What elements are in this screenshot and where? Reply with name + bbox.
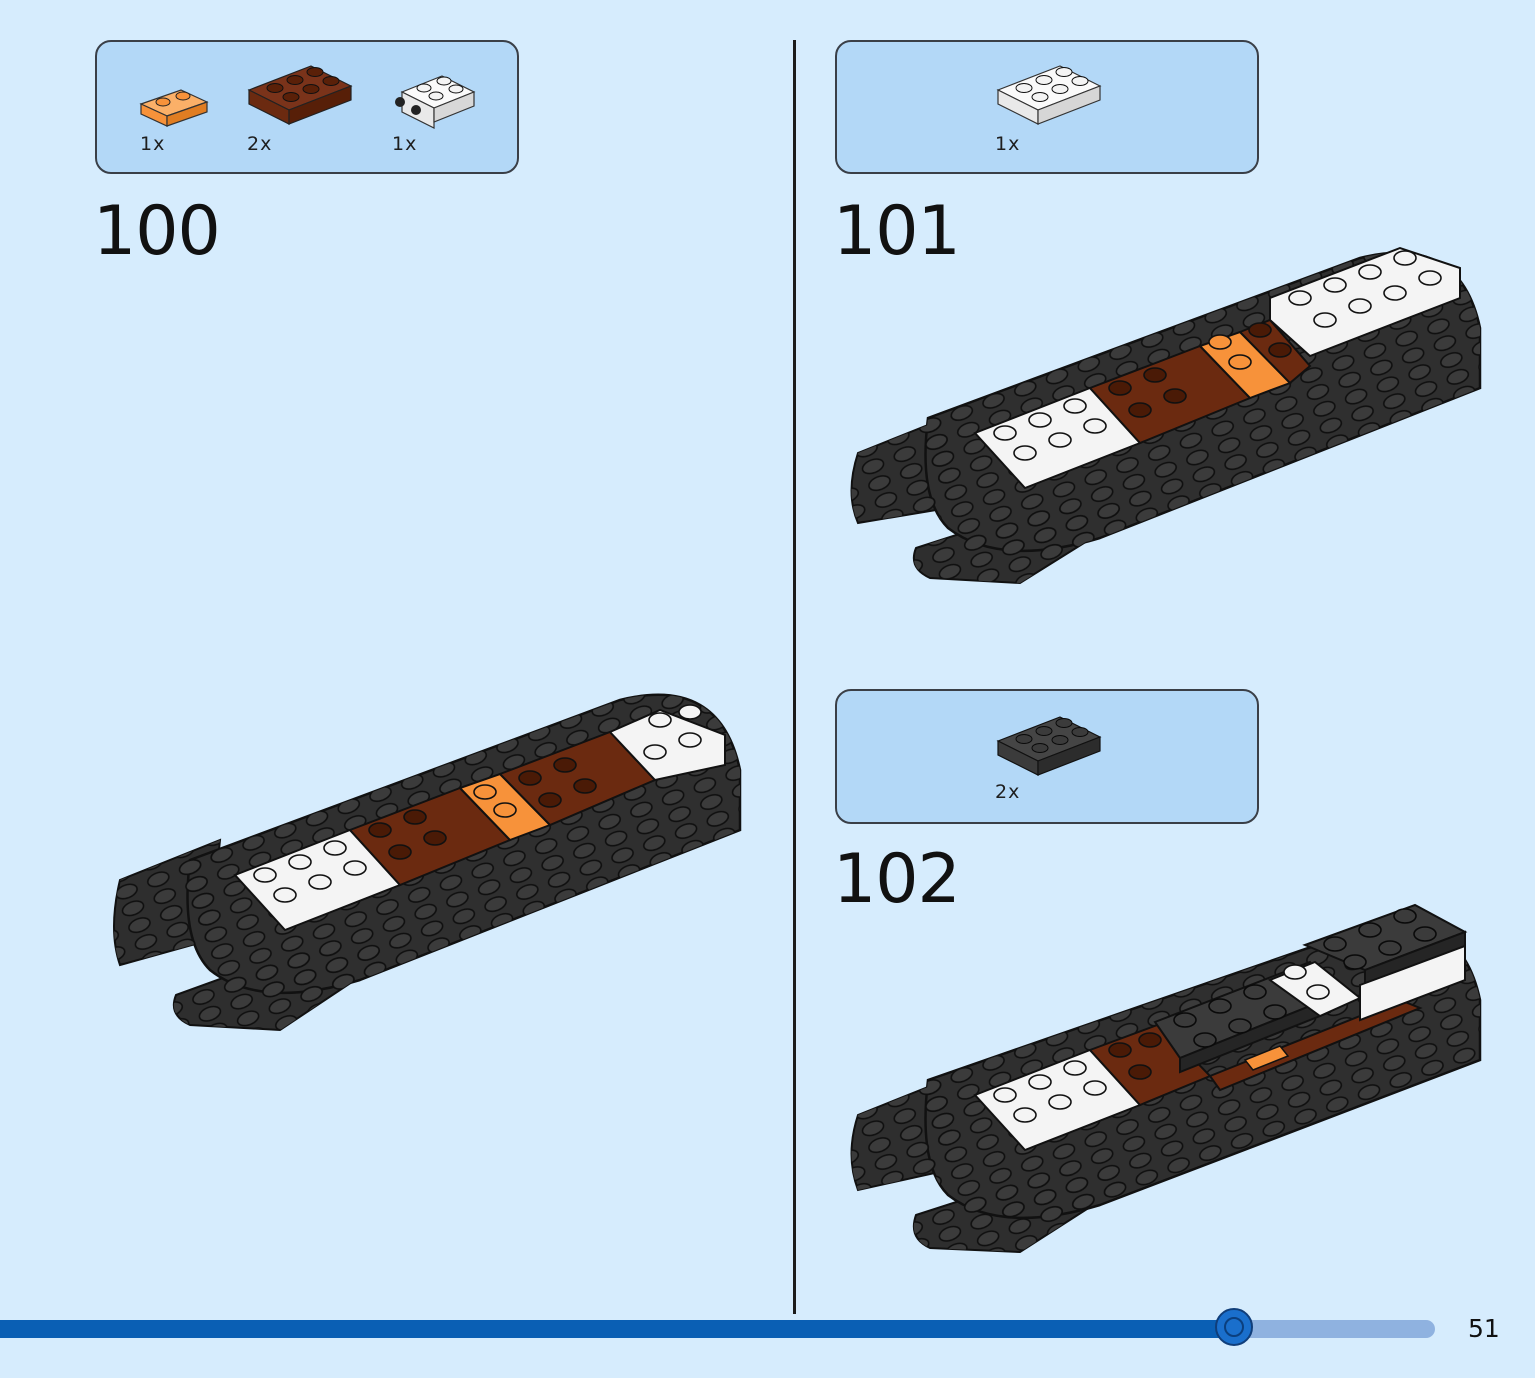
column-divider	[793, 40, 796, 1314]
part-qty: 1x	[995, 133, 1021, 155]
parts-callout-step-102: 2x	[835, 689, 1259, 824]
part-qty: 2x	[995, 781, 1021, 803]
step-number: 100	[93, 192, 221, 271]
page-progress-bar	[0, 1308, 1435, 1346]
part-qty: 1x	[140, 133, 166, 155]
brown-plate-icon	[247, 65, 353, 125]
page-number: 51	[1468, 1314, 1500, 1343]
part-qty: 2x	[247, 133, 273, 155]
dark-gray-plate-icon	[996, 716, 1102, 776]
step-number: 102	[833, 840, 961, 919]
white-plate-icon	[996, 65, 1102, 125]
model-assembly-step-101-image	[850, 246, 1482, 585]
parts-callout-step-100: 1x 2x 1x	[95, 40, 519, 174]
part-qty: 1x	[392, 133, 418, 155]
model-assembly-step-100-image	[113, 693, 742, 1032]
orange-plate-icon	[139, 89, 209, 127]
progress-knob-icon[interactable]	[1215, 1308, 1253, 1346]
parts-callout-step-101: 1x	[835, 40, 1259, 174]
model-assembly-step-102-image	[850, 903, 1482, 1254]
progress-fill	[0, 1320, 1234, 1338]
white-bracket-icon	[395, 75, 476, 129]
step-number: 101	[833, 192, 961, 271]
